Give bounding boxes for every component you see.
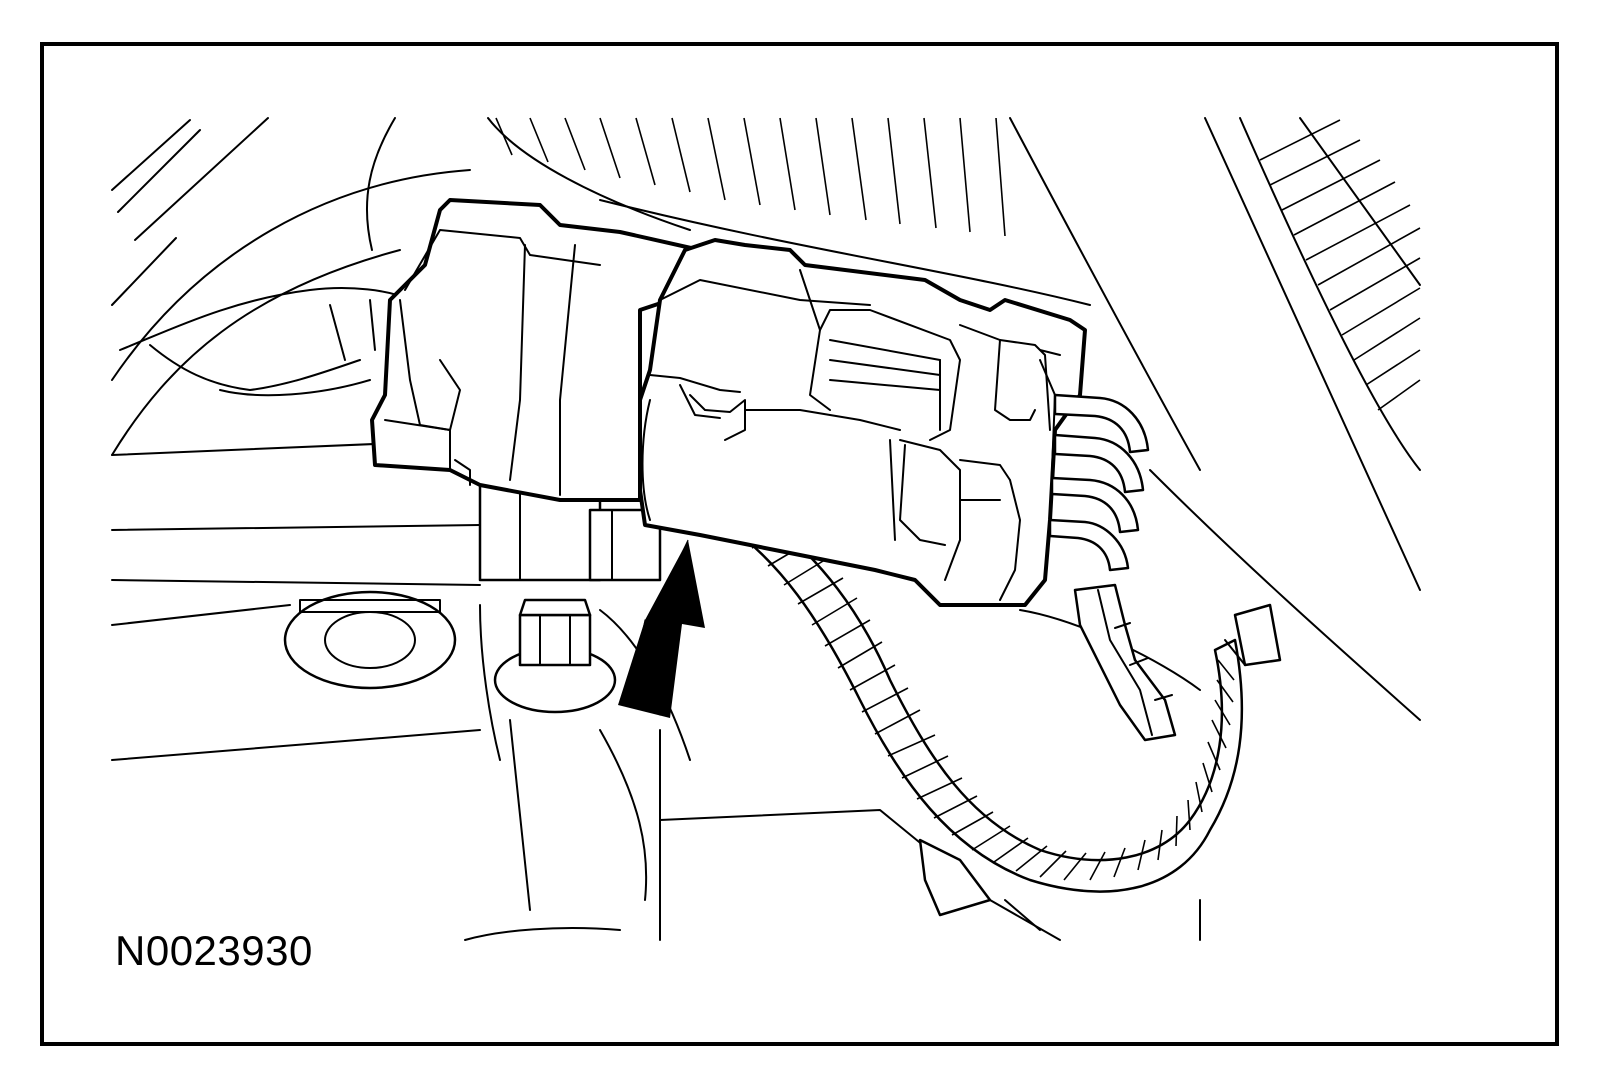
figure-id-label: N0023930 <box>115 927 313 974</box>
figure-frame <box>40 42 1559 1046</box>
callout-arrow <box>618 539 705 718</box>
harness-clip <box>1073 583 1177 742</box>
electrical-connector <box>370 198 1150 607</box>
wiring-harness <box>718 511 1282 893</box>
background-components <box>111 117 1421 941</box>
